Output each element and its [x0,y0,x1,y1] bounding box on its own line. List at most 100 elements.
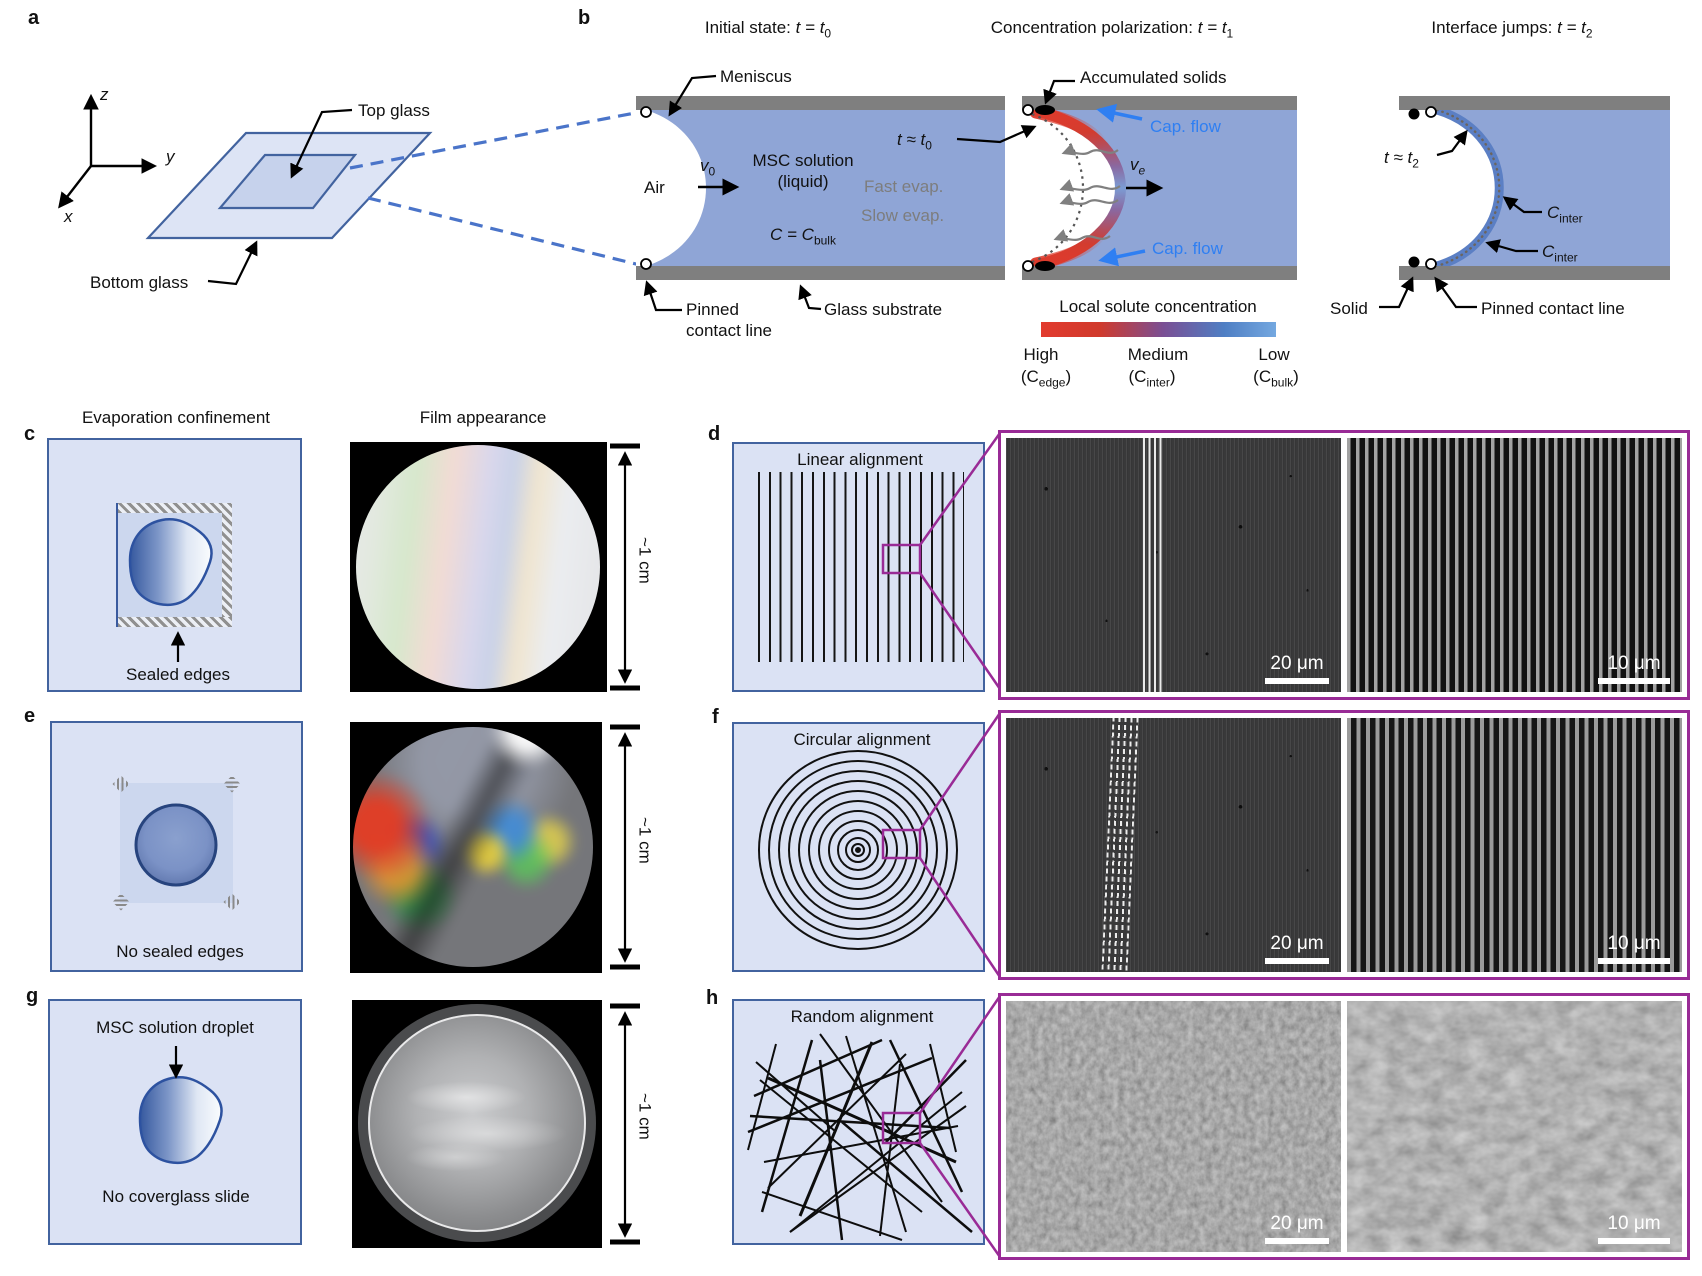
bottom-glass-label: Bottom glass [90,273,189,292]
pinned-contact-line-label: Pinned contact line [1481,299,1625,318]
previous-meniscus-dotted [1031,112,1085,264]
colorbar-medium-sub: (Cinter) [1128,367,1176,390]
scalebar-d-10um: 10 μm [1598,654,1670,684]
scalebar-label: 10 μm [1607,1213,1661,1234]
micrograph-f-10um: 10 μm [1347,718,1682,972]
scalebar-h-10um: 10 μm [1598,1214,1670,1244]
scalebar-h-20um: 20 μm [1265,1214,1329,1244]
scale-1cm-e: ~1 cm [635,817,655,864]
panel-letter-g: g [26,985,39,1007]
zoom-dashed-bottom [367,196,641,267]
cap-flow-arrow-top [1096,103,1143,123]
pinned-contact-point [640,106,652,118]
meniscus-label: Meniscus [720,67,792,86]
film-texture-g [368,1014,586,1232]
axis-label-x: x [64,207,73,226]
scalebar-rule [1265,1238,1329,1244]
solid-leader [1379,276,1414,309]
interface-dotted-line [1435,108,1501,268]
sealed-edges-hatched-frame [116,503,232,627]
axis-label-z: z [100,85,109,104]
scale-1cm-g: ~1 cm [635,1093,655,1140]
panel-letter-b: b [578,7,591,29]
random-texture-coarse [1347,1001,1682,1252]
scalebar-f-20um: 20 μm [1265,934,1329,964]
accumulated-leader [1043,79,1075,105]
scalebar-label: 10 μm [1607,653,1661,674]
top-glass-shape [217,153,358,210]
film-disc-g [358,1004,596,1242]
scalebar-label: 10 μm [1607,933,1661,954]
micrograph-d-10um: 10 μm [1347,438,1682,692]
micrograph-f-20um: 20 μm [1006,718,1341,972]
panel-letter-f: f [712,706,719,728]
cap-flow-top-label: Cap. flow [1150,117,1221,136]
fast-evap-label: Fast evap. [864,177,944,196]
no-coverglass-label: No coverglass slide [102,1187,250,1206]
air-label: Air [644,178,665,197]
circular-alignment-title: Circular alignment [793,730,931,749]
film-photo-e [350,722,602,973]
accumulated-solids-bottom [1035,261,1055,271]
scalebar-rule [1598,678,1670,684]
panel-letter-c: c [24,423,36,445]
meniscus-leader [668,74,717,117]
no-sealed-edges-label: No sealed edges [116,942,244,961]
bright-line-cluster [1143,438,1166,692]
film-texture-e [353,727,593,967]
unsealed-cell [112,775,241,911]
coordinate-axes [58,93,158,209]
film-photo-g [352,1000,602,1248]
scalebar-label: 20 μm [1270,933,1324,954]
micrograph-d-20um: 20 μm [1006,438,1341,692]
glass-leader [798,284,822,311]
slow-evap-label: Slow evap. [861,206,945,225]
cinter-leader-top [1502,196,1542,214]
axis-label-y: y [166,147,175,166]
panel-f-schematic [732,722,985,972]
colorbar-high: High [1023,345,1059,364]
c-bulk-label: C = Cbulk [770,225,836,248]
scalebar-label: 20 μm [1270,1213,1324,1234]
title-initial-state: Initial state: t = t0 [704,18,832,41]
top-glass-leader [290,108,353,179]
film-disc-c [356,445,600,689]
cap-flow-bottom-label: Cap. flow [1152,239,1223,258]
solid-dot [1408,256,1420,268]
dashed-line-band [1100,718,1139,972]
scalebar-rule [1598,958,1670,964]
micrograph-h-10um: 10 μm [1347,1001,1682,1252]
film-disc-e [353,727,593,967]
micrograph-box-f: 20 μm 10 μm [998,710,1690,980]
ve-label: ve [1130,155,1146,178]
micrograph-h-20um: 20 μm [1006,1001,1341,1252]
title-concentration-polarization: Concentration polarization: t = t1 [990,18,1234,41]
panel-letter-a: a [28,7,40,29]
diagram-interface-jumps [1379,96,1670,309]
pinned-contact-point [640,258,652,270]
cinter-bottom-label: Cinter [1542,242,1578,265]
panel-letter-e: e [24,705,36,727]
diagram-initial-state [636,74,1005,312]
column-header-evaporation: Evaporation confinement [81,408,271,427]
cap-flow-arrow-bottom [1098,247,1146,267]
colorbar-low-sub: (Cbulk) [1253,367,1299,390]
cinter-leader-bottom [1485,239,1538,254]
pinned-leader-d3 [1434,276,1477,309]
scalebar-f-10um: 10 μm [1598,934,1670,964]
random-texture-fine [1006,1001,1341,1252]
concentration-colorbar [1041,322,1276,337]
panel-letter-d: d [708,423,721,445]
bottom-glass-shape [145,131,433,240]
v0-label: v0 [700,156,716,179]
scalebar-rule [1265,958,1329,964]
evaporation-squiggle-arrows [1053,143,1121,242]
hatch-right [222,503,232,627]
t0-leader [956,125,1037,144]
concentration-gradient-interface [1030,104,1126,272]
msc-droplet-label: MSC solution droplet [96,1018,254,1037]
colorbar-medium: Medium [1127,345,1189,364]
random-alignment-title: Random alignment [790,1007,934,1026]
colorbar-title: Local solute concentration [1059,297,1257,316]
